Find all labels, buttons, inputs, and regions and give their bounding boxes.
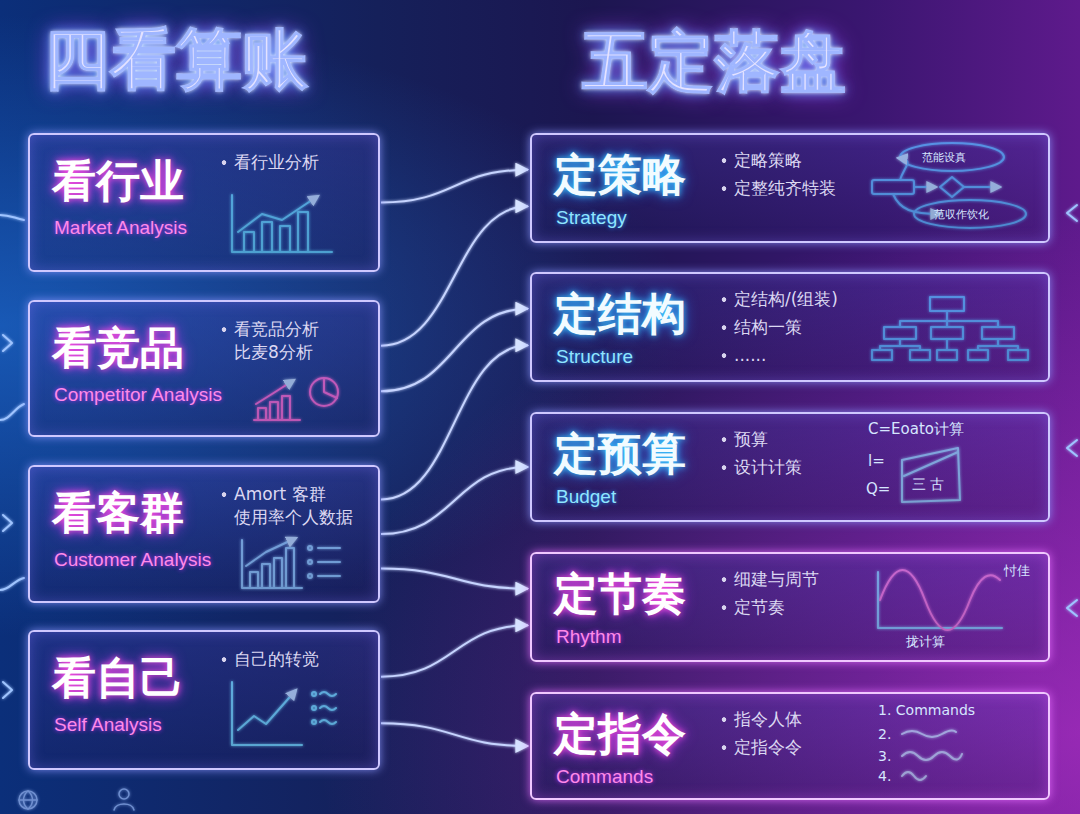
- formula-label: l=: [868, 452, 885, 470]
- axis-label: 拢计算: [906, 633, 945, 651]
- icon-label: 范収作饮化: [934, 207, 989, 222]
- flow-connector: [381, 625, 528, 676]
- box-subtitle: Budget: [556, 486, 616, 508]
- axis-label: 忖佳: [1004, 562, 1030, 580]
- bullet-text: 定略策略: [720, 149, 884, 172]
- box-heading: 看自己: [52, 654, 184, 702]
- list-label: 3.: [878, 748, 891, 764]
- box-subtitle: Rhythm: [556, 626, 621, 648]
- icon-label: 范能设真: [922, 150, 966, 165]
- box-subtitle: Self Analysis: [54, 714, 162, 736]
- box-heading: 定结构: [554, 290, 686, 338]
- box-heading: 看行业: [52, 157, 184, 205]
- flow-connector: [381, 467, 528, 534]
- box-heading: 定指令: [554, 710, 686, 758]
- decision-box: 定结构 Structure 定结构/(组装) 结构一策......: [530, 272, 1050, 382]
- decision-box: 定预算 Budget 预算设计计策: [530, 412, 1050, 522]
- bullet-text: 定整纯齐特装: [720, 177, 884, 200]
- bullet-text: 自己的转觉: [220, 648, 374, 671]
- flow-connector: [381, 569, 528, 589]
- analysis-box: 看行业 Market Analysis 看行业分析: [28, 133, 380, 272]
- bullet-text: 指令人体: [720, 708, 884, 731]
- formula-label: 三 古: [912, 476, 944, 494]
- box-heading: 看客群: [52, 489, 184, 537]
- box-heading: 看竞品: [52, 324, 184, 372]
- bullet-text: 结构一策: [720, 316, 884, 339]
- edge-arrows: [0, 205, 1077, 698]
- box-subtitle: Competitor Analysis: [54, 384, 222, 406]
- bullet-text: ......: [720, 344, 884, 367]
- flow-connector: [381, 170, 528, 203]
- bullet-text: Amort 客群 使用率个人数据: [220, 483, 374, 529]
- analysis-box: 看自己 Self Analysis 自己的转觉: [28, 630, 380, 770]
- analysis-box: 看客群 Customer Analysis Amort 客群 使用率个人数据: [28, 465, 380, 603]
- decision-box: 定策略 Strategy 定略策略定整纯齐特装: [530, 133, 1050, 243]
- box-subtitle: Market Analysis: [54, 217, 187, 239]
- bullet-text: 定节奏: [720, 596, 884, 619]
- box-subtitle: Strategy: [556, 207, 627, 229]
- list-label: 1. Commands: [878, 702, 975, 718]
- bullet-text: 看行业分析: [220, 151, 374, 174]
- formula-label: C=Eoato计算: [868, 420, 964, 439]
- analysis-box: 看竞品 Competitor Analysis 看竞品分析 比麦8分析: [28, 300, 380, 437]
- box-heading: 定策略: [554, 151, 686, 199]
- box-subtitle: Commands: [556, 766, 653, 788]
- box-subtitle: Structure: [556, 346, 633, 368]
- list-label: 4.: [878, 768, 891, 784]
- column-title: 五定落盘: [582, 26, 846, 99]
- flow-connector: [381, 345, 528, 499]
- bullet-text: 看竞品分析 比麦8分析: [220, 318, 374, 364]
- flow-connector: [381, 206, 528, 345]
- box-heading: 定预算: [554, 430, 686, 478]
- bullet-text: 设计计策: [720, 456, 884, 479]
- bullet-text: 定结构/(组装): [720, 288, 884, 311]
- bullet-text: 预算: [720, 428, 884, 451]
- box-heading: 定节奏: [554, 570, 686, 618]
- bullet-text: 定指令令: [720, 736, 884, 759]
- decision-box: 定节奏Rhythm细建与周节定节奏: [530, 552, 1050, 662]
- flow-connector: [381, 723, 528, 746]
- corner-icons: [19, 789, 134, 810]
- bullet-text: 细建与周节: [720, 568, 884, 591]
- formula-label: Q=: [866, 480, 890, 498]
- list-label: 2.: [878, 726, 891, 742]
- box-subtitle: Customer Analysis: [54, 549, 211, 571]
- diagram-title: 四看算账: [44, 24, 308, 97]
